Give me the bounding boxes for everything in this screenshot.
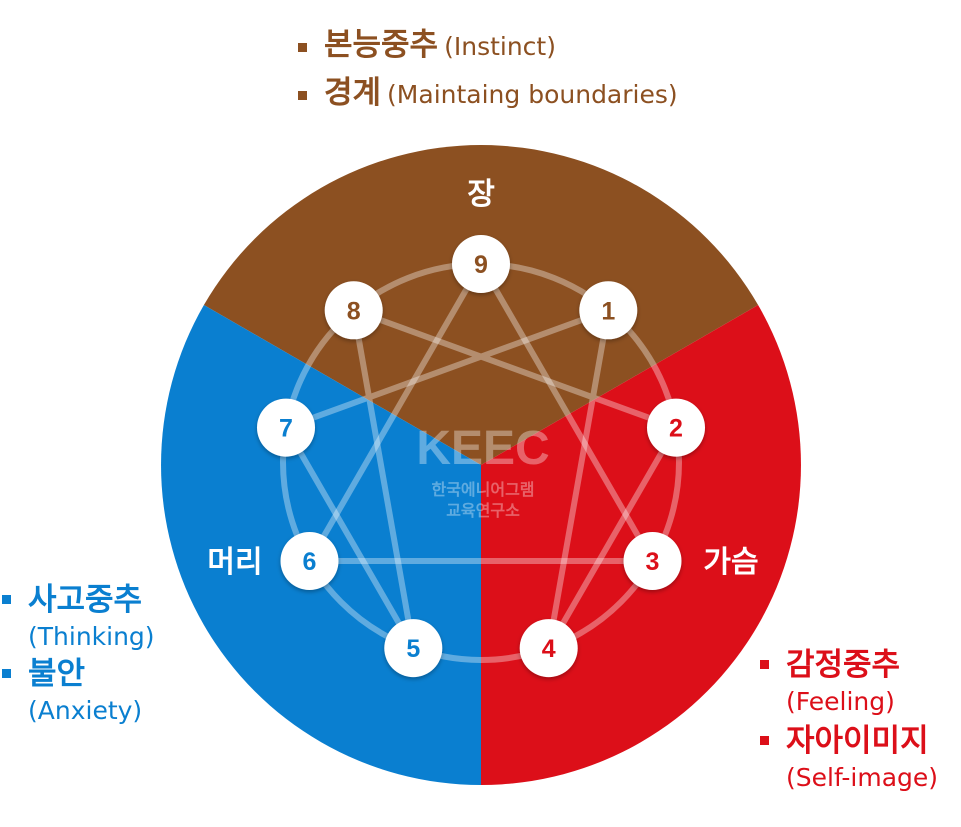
callout-korean: 경계 [324, 75, 382, 111]
heart-callout: 감정중추 (Feeling) 자아이미지 (Self-image) [760, 650, 938, 802]
type-node-number: 5 [406, 635, 420, 663]
callout-korean: 사고중추 [28, 582, 143, 618]
callout-korean: 감정중추 [786, 647, 901, 683]
type-node-circle [647, 398, 705, 457]
type-node-number: 6 [303, 548, 317, 576]
callout-item-thinking: 사고중추 (Thinking) [2, 585, 155, 649]
logo-title: KEEC [416, 422, 549, 475]
type-node-8: 8 [324, 281, 383, 340]
bullet-icon [298, 91, 307, 100]
callout-english: (Anxiety) [28, 696, 143, 725]
callout-korean: 본능중추 [324, 27, 439, 63]
bullet-icon [2, 669, 11, 678]
type-node-circle [257, 398, 315, 457]
callout-item-boundaries: 경계(Maintaing boundaries) [298, 78, 678, 126]
type-node-circle [623, 532, 682, 590]
enneagram-triangle [306, 261, 656, 564]
callout-korean: 자아이미지 [786, 723, 929, 759]
gut-callout: 본능중추(Instinct) 경계(Maintaing boundaries) [298, 30, 678, 126]
head-center-label: 머리 [207, 545, 262, 580]
type-node-7: 7 [257, 398, 315, 457]
logo-line-1: 한국에니어그램 [431, 480, 534, 499]
callout-korean: 불안 [28, 656, 86, 692]
bullet-icon [760, 736, 769, 745]
logo-line-2: 교육연구소 [446, 502, 520, 520]
type-node-4: 4 [519, 619, 578, 678]
bullet-icon [298, 43, 307, 52]
type-node-circle [384, 619, 443, 678]
head-callout: 사고중추 (Thinking) 불안 (Anxiety) [2, 585, 155, 733]
callout-english: (Feeling) [786, 687, 895, 716]
callout-item-feeling: 감정중추 (Feeling) [760, 650, 938, 714]
bullet-icon [2, 595, 11, 604]
type-node-circle [579, 281, 638, 340]
type-node-circle [519, 619, 578, 678]
type-node-number: 8 [347, 297, 361, 325]
type-node-2: 2 [647, 398, 705, 457]
type-node-number: 3 [646, 548, 660, 576]
type-node-5: 5 [384, 619, 443, 678]
type-node-number: 1 [601, 297, 615, 325]
callout-item-self-image: 자아이미지 (Self-image) [760, 726, 938, 790]
callout-item-instinct: 본능중추(Instinct) [298, 30, 678, 78]
gut-center-sector [203, 145, 759, 465]
callout-english: (Self-image) [786, 763, 939, 792]
type-node-6: 6 [280, 532, 339, 590]
callout-english: (Maintaing boundaries) [387, 80, 678, 109]
type-node-number: 7 [279, 415, 293, 443]
type-node-9: 9 [452, 235, 510, 293]
type-node-circle [324, 281, 383, 340]
callout-english: (Instinct) [444, 32, 556, 61]
type-node-circle [280, 532, 339, 590]
bullet-icon [760, 660, 769, 669]
heart-center-label: 가슴 [703, 545, 758, 580]
type-node-circle [452, 235, 510, 293]
type-node-number: 4 [542, 635, 556, 663]
callout-item-anxiety: 불안 (Anxiety) [2, 659, 155, 723]
type-node-3: 3 [623, 532, 682, 590]
type-node-number: 2 [669, 415, 683, 443]
gut-center-label: 장 [467, 177, 495, 212]
type-node-number: 9 [474, 251, 488, 279]
keec-logo: KEEC 한국에니어그램 교육연구소 [416, 422, 549, 520]
type-node-1: 1 [579, 281, 638, 340]
callout-english: (Thinking) [28, 622, 155, 651]
